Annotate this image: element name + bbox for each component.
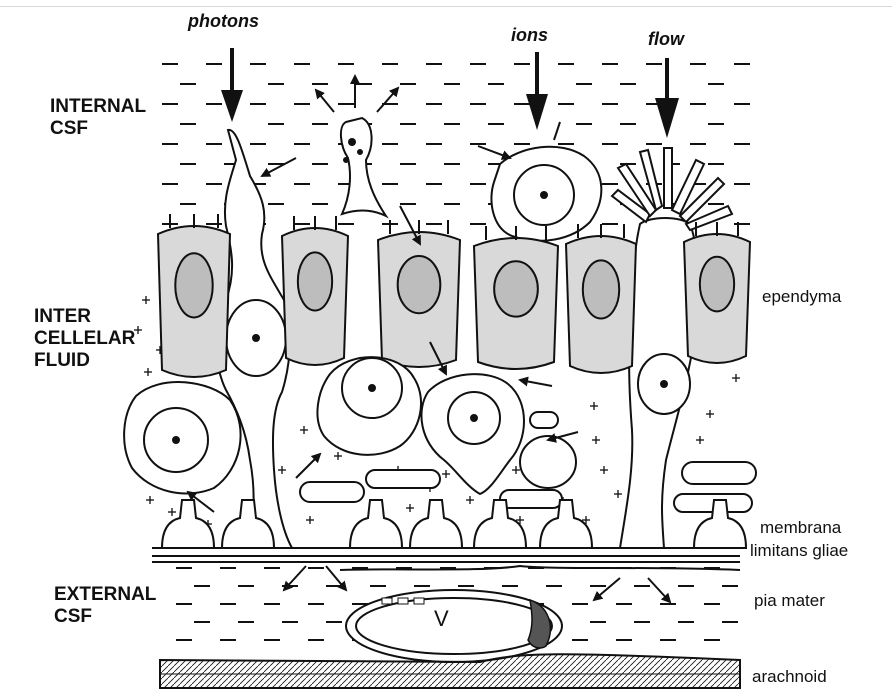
membrana-limitans: [152, 548, 740, 556]
arachnoid-label: arachnoid: [752, 666, 827, 688]
end-foot: [350, 500, 402, 548]
cell-nucleus: [583, 260, 619, 318]
end-foot: [410, 500, 462, 548]
blood-vessel: [346, 590, 562, 662]
intercellular-fluid-label: INTER CELLELAR FLUID: [34, 306, 135, 372]
flow-label: flow: [648, 28, 684, 50]
cell-nucleus: [398, 256, 441, 313]
vessel-label: V: [434, 606, 449, 631]
pia-mater-label: pia mater: [754, 590, 825, 612]
ions-label: ions: [511, 24, 548, 46]
flow-arrow: [655, 58, 679, 138]
photons-label: photons: [188, 10, 259, 32]
pia-mater: [152, 562, 740, 570]
internal-csf-label: INTERNAL CSF: [50, 96, 146, 140]
cell-nucleus: [700, 257, 734, 312]
membrana-label: membrana: [760, 517, 841, 539]
secretion-arrows: [316, 76, 398, 112]
cell-nucleus: [494, 261, 538, 316]
cell-nucleus: [175, 253, 212, 317]
cell-nucleus: [298, 252, 332, 310]
photons-arrow: [221, 48, 243, 122]
external-csf-label: EXTERNAL CSF: [54, 584, 156, 628]
limitans-gliae-label: limitans gliae: [750, 540, 848, 562]
ependyma-label: ependyma: [762, 286, 841, 308]
